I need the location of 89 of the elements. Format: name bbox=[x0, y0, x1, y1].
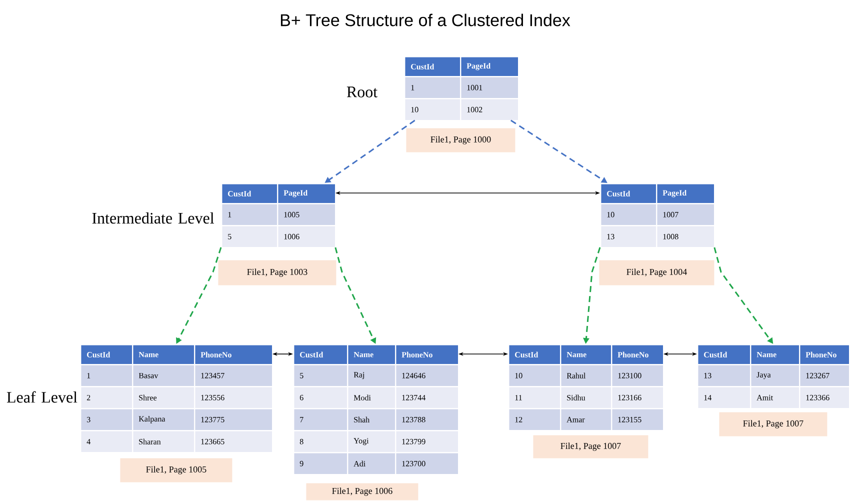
header-cell: CustId bbox=[221, 183, 278, 204]
header-cell: PageId bbox=[656, 183, 716, 204]
table-cell: Sharan bbox=[132, 430, 196, 454]
table-cell: Modi bbox=[347, 386, 396, 410]
table-cell: 1 bbox=[404, 76, 462, 100]
table-cell: 8 bbox=[293, 430, 348, 454]
table-cell: Amit bbox=[750, 386, 800, 410]
table-cell: 1 bbox=[221, 203, 278, 226]
table-cell: 1002 bbox=[460, 98, 520, 122]
header-cell: CustId bbox=[600, 183, 658, 204]
table-cell: 123775 bbox=[194, 408, 274, 432]
table-cell: 7 bbox=[293, 408, 348, 432]
level-label: Root bbox=[346, 86, 378, 98]
table-cell: 13 bbox=[600, 225, 658, 248]
table-cell: 1008 bbox=[656, 225, 716, 248]
page-label: File1, Page 1000 bbox=[406, 128, 516, 152]
table-cell: 5 bbox=[221, 225, 278, 248]
table-cell: Yogi bbox=[347, 430, 396, 454]
table-cell: 123744 bbox=[395, 386, 460, 410]
table-cell: Amar bbox=[560, 408, 612, 432]
page-label: File1, Page 1005 bbox=[120, 458, 232, 482]
page-label: File1, Page 1007 bbox=[719, 412, 828, 436]
table-cell: 4 bbox=[80, 430, 134, 454]
table-cell: 3 bbox=[80, 408, 134, 432]
table-cell: 6 bbox=[293, 386, 348, 410]
header-cell: PageId bbox=[277, 183, 336, 204]
data-table bbox=[221, 183, 336, 248]
header-cell: PhoneNo bbox=[799, 344, 850, 366]
table-cell: 123799 bbox=[395, 430, 460, 454]
table-cell: 123457 bbox=[194, 364, 274, 388]
header-cell: CustId bbox=[293, 344, 348, 366]
table-cell: Adi bbox=[347, 452, 396, 476]
table-cell: 10 bbox=[508, 364, 562, 388]
header-cell: CustId bbox=[697, 344, 752, 366]
table-cell: 1007 bbox=[656, 203, 716, 226]
table-cell: Sidhu bbox=[560, 386, 612, 410]
header-cell: PhoneNo bbox=[194, 344, 274, 366]
header-cell: PhoneNo bbox=[611, 344, 664, 366]
page-label: File1, Page 1003 bbox=[218, 260, 336, 286]
header-cell: PhoneNo bbox=[395, 344, 460, 366]
table-cell: 5 bbox=[293, 364, 348, 388]
table-cell: Kalpana bbox=[132, 408, 196, 432]
table-cell: 123788 bbox=[395, 408, 460, 432]
table-cell: 1 bbox=[80, 364, 134, 388]
table-cell: Shree bbox=[132, 386, 196, 410]
table-cell: 1005 bbox=[277, 203, 336, 226]
header-cell: CustId bbox=[404, 56, 462, 78]
table-cell: 123665 bbox=[194, 430, 274, 454]
data-table bbox=[404, 56, 520, 122]
data-table bbox=[697, 344, 850, 410]
header-cell: Name bbox=[560, 344, 612, 366]
table-cell: 13 bbox=[697, 364, 752, 388]
header-cell: CustId bbox=[508, 344, 562, 366]
page-label: File1, Page 1006 bbox=[306, 483, 418, 500]
level-label: Intermediate Level bbox=[92, 212, 214, 224]
table-cell: 123100 bbox=[611, 364, 664, 388]
header-cell: CustId bbox=[80, 344, 134, 366]
table-cell: 123556 bbox=[194, 386, 274, 410]
table-cell: Rahul bbox=[560, 364, 612, 388]
table-cell: 10 bbox=[404, 98, 462, 122]
table-cell: 14 bbox=[697, 386, 752, 410]
data-table bbox=[80, 344, 274, 454]
table-cell: 123366 bbox=[799, 386, 850, 410]
data-table bbox=[600, 183, 716, 248]
table-cell: Shah bbox=[347, 408, 396, 432]
header-cell: Name bbox=[347, 344, 396, 366]
header-cell: Name bbox=[132, 344, 196, 366]
table-cell: 1001 bbox=[460, 76, 520, 100]
table-cell: Basav bbox=[132, 364, 196, 388]
title: B+ Tree Structure of a Clustered Index bbox=[280, 14, 570, 26]
table-cell: 1006 bbox=[277, 225, 336, 248]
header-cell: Name bbox=[750, 344, 800, 366]
table-cell: 123166 bbox=[611, 386, 664, 410]
table-cell: 11 bbox=[508, 386, 562, 410]
table-cell: 2 bbox=[80, 386, 134, 410]
data-table bbox=[508, 344, 664, 432]
table-cell: Raj bbox=[347, 364, 396, 388]
table-cell: 123700 bbox=[395, 452, 460, 476]
table-cell: 10 bbox=[600, 203, 658, 226]
table-cell: Jaya bbox=[750, 364, 800, 388]
table-cell: 9 bbox=[293, 452, 348, 476]
table-cell: 123267 bbox=[799, 364, 850, 388]
page-label: File1, Page 1004 bbox=[599, 260, 714, 286]
table-cell: 123155 bbox=[611, 408, 664, 432]
table-cell: 12 bbox=[508, 408, 562, 432]
header-cell: PageId bbox=[460, 56, 520, 78]
data-table bbox=[293, 344, 460, 476]
page-label: File1, Page 1007 bbox=[533, 435, 648, 458]
table-cell: 124646 bbox=[395, 364, 460, 388]
